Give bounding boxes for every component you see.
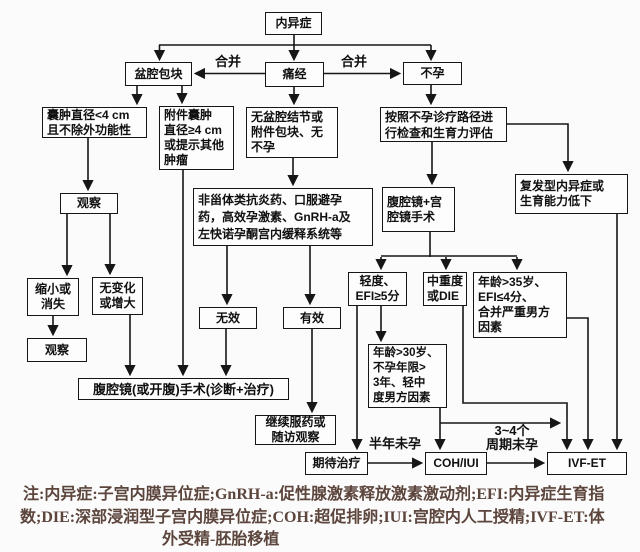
node-endometriosis: 内异症 (265, 12, 322, 35)
edge-label-merge-left: 合并 (215, 54, 242, 69)
node-expectant-treatment: 期待治疗 (305, 452, 368, 475)
node-pelvic-mass: 盆腔包块 (125, 62, 192, 86)
node-shrink-disappear: 缩小或 消失 (27, 278, 79, 316)
node-no-change-enlarge: 无变化 或增大 (92, 277, 143, 315)
edge-label-merge-right: 合并 (341, 54, 368, 69)
node-mild-efi5: 轻度、 EFI≥5分 (348, 272, 407, 306)
node-ivf-et: IVF-ET (547, 452, 627, 475)
edge-label-3-4-cycles-no-pregnancy: 3~4个 周期未孕 (486, 423, 539, 452)
node-laparoscopy-surgery: 腹腔镜(或开腹)手术(诊断+治疗) (78, 378, 289, 400)
node-medications: 非甾体类抗炎药、口服避孕 药，高效孕激素、GnRH-a及 左快诺孕酮宫内缓释系统… (193, 188, 373, 246)
edge-label-half-year-no-pregnancy: 半年未孕 (369, 436, 422, 451)
node-recurrent-low-fertility: 复发型内异症或 生育能力低下 (515, 174, 628, 214)
node-infertility: 不孕 (403, 62, 462, 85)
footnote-line-2: 数;DIE:深部浸润型子宫内膜异位症;COH:超促排卵;IUI:宫腔内人工授精;… (20, 509, 605, 526)
node-no-pelvic-nodule: 无盆腔结节或 附件包块、无 不孕 (246, 107, 338, 158)
node-continue-meds-followup: 继续服药或 随访观察 (255, 415, 336, 445)
node-infertility-workup: 按照不孕诊疗路径进 行检查和生育力评估 (380, 107, 507, 142)
node-lap-hysteroscopy: 腹腔镜+宫 腔镜手术 (382, 187, 455, 232)
node-dysmenorrhea: 痛经 (265, 62, 324, 87)
node-adnexal-cyst: 附件囊肿 直径≥4 cm 或提示其他 肿瘤 (159, 106, 234, 170)
node-age35-efi4-male-factor: 年龄>35岁、 EFI≤4分、 合并严重男方 因素 (473, 272, 567, 338)
node-coh-iui: COH/IUI (425, 452, 487, 475)
footnote-line-3: 外受精-胚胎移植 (162, 531, 280, 548)
node-observe-2: 观察 (27, 338, 87, 362)
footnote-line-1: 注:内异症:子宫内膜异位症;GnRH-a:促性腺激素释放激素激动剂;EFI:内异… (23, 486, 605, 503)
node-moderate-severe-die: 中重度 或DIE (423, 272, 467, 306)
node-small-cyst: 囊肿直径<4 cm 且不除外功能性 (42, 107, 147, 138)
node-ineffective: 无效 (199, 307, 257, 329)
node-observe-1: 观察 (60, 193, 118, 214)
node-effective: 有效 (283, 307, 341, 329)
node-age30-3yr-male-factor: 年龄>30岁、 不孕年限> 3年、轻中 度男方因素 (368, 344, 447, 408)
